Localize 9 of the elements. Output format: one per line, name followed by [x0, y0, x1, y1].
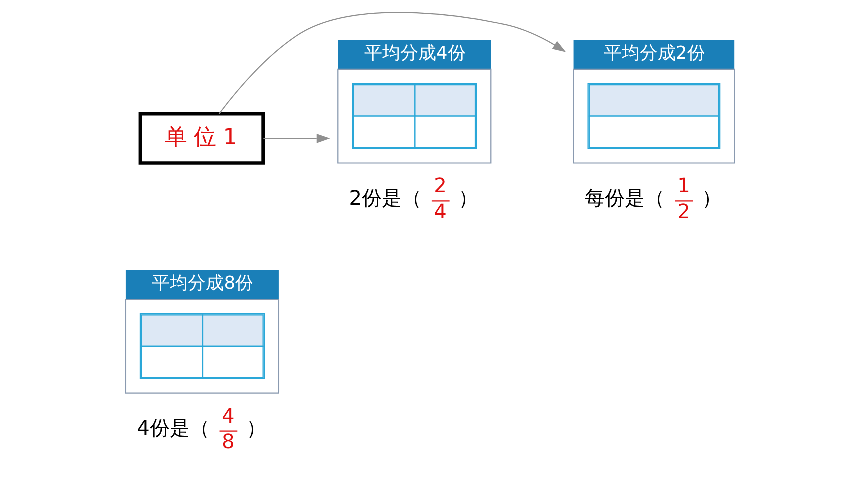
- arrow: [264, 134, 330, 144]
- node-box: 单 位 1: [138, 112, 265, 165]
- node-label: 8: [222, 429, 235, 454]
- node-label: 4: [222, 404, 235, 428]
- node-label: 2: [434, 174, 447, 198]
- node-label: 1: [678, 174, 690, 198]
- node-label: 2: [678, 199, 690, 224]
- arrow: [218, 12, 566, 114]
- node-label: 4: [434, 199, 447, 224]
